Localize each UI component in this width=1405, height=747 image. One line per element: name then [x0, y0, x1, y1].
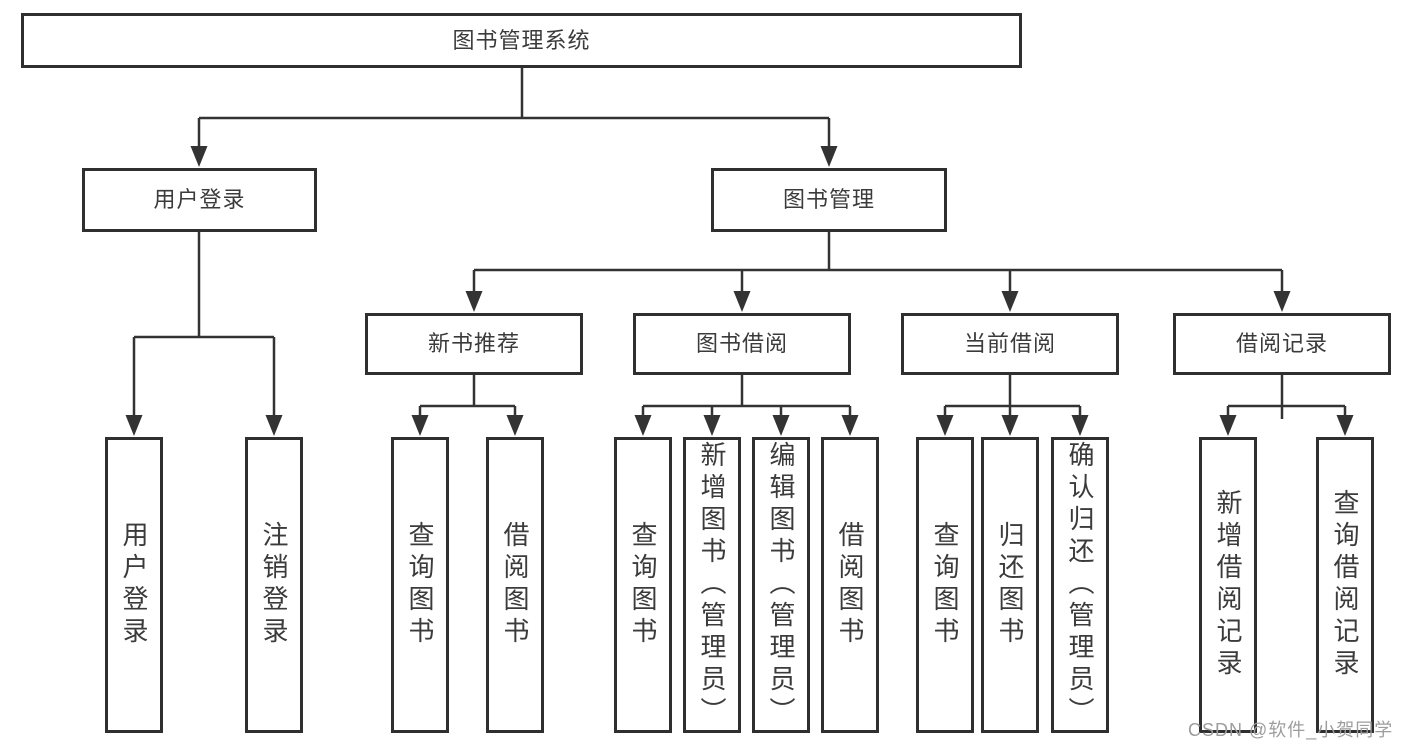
leaf-confirm-return-admin: 确认归还（管理员） [1051, 437, 1109, 733]
node-book-management-label: 图书管理 [782, 187, 875, 212]
node-book-borrow: 图书借阅 [633, 313, 851, 375]
leaf-query-book-3-label: 查询图书 [930, 521, 960, 649]
leaf-query-book-1: 查询图书 [391, 437, 449, 733]
node-new-book-recommend-label: 新书推荐 [427, 331, 520, 356]
leaf-query-book-3: 查询图书 [916, 437, 974, 733]
node-book-borrow-label: 图书借阅 [695, 331, 788, 356]
leaf-borrow-book-2: 借阅图书 [821, 437, 879, 733]
leaf-add-borrow-record: 新增借阅记录 [1199, 437, 1257, 733]
node-book-management: 图书管理 [711, 168, 947, 232]
leaf-edit-book-admin-label: 编辑图书（管理员） [766, 441, 796, 729]
leaf-logout: 注销登录 [245, 437, 303, 733]
leaf-edit-book-admin: 编辑图书（管理员） [752, 437, 810, 733]
leaf-confirm-return-admin-label: 确认归还（管理员） [1065, 441, 1095, 729]
leaf-query-borrow-record-label: 查询借阅记录 [1330, 489, 1360, 681]
leaf-query-book-1-label: 查询图书 [405, 521, 435, 649]
leaf-borrow-book-1: 借阅图书 [486, 437, 544, 733]
node-borrow-records-label: 借阅记录 [1235, 331, 1328, 356]
leaf-borrow-book-1-label: 借阅图书 [500, 521, 530, 649]
node-root: 图书管理系统 [21, 13, 1022, 68]
node-current-borrow-label: 当前借阅 [963, 331, 1056, 356]
node-borrow-records: 借阅记录 [1173, 313, 1391, 375]
leaf-user-login-label: 用户登录 [119, 521, 149, 649]
leaf-return-book: 归还图书 [981, 437, 1039, 733]
leaf-add-borrow-record-label: 新增借阅记录 [1213, 489, 1243, 681]
leaf-query-book-2: 查询图书 [614, 437, 672, 733]
node-user-login: 用户登录 [82, 168, 317, 232]
watermark: CSDN @软件_小贺同学 [1188, 720, 1394, 740]
node-new-book-recommend: 新书推荐 [365, 313, 583, 375]
leaf-return-book-label: 归还图书 [995, 521, 1025, 649]
leaf-query-borrow-record: 查询借阅记录 [1316, 437, 1374, 733]
leaf-logout-label: 注销登录 [259, 521, 289, 649]
leaf-query-book-2-label: 查询图书 [628, 521, 658, 649]
leaf-add-book-admin: 新增图书（管理员） [683, 437, 741, 733]
leaf-borrow-book-2-label: 借阅图书 [835, 521, 865, 649]
leaf-user-login: 用户登录 [105, 437, 163, 733]
leaf-add-book-admin-label: 新增图书（管理员） [697, 441, 727, 729]
node-current-borrow: 当前借阅 [901, 313, 1119, 375]
node-user-login-label: 用户登录 [153, 187, 246, 212]
node-root-label: 图书管理系统 [452, 27, 591, 53]
